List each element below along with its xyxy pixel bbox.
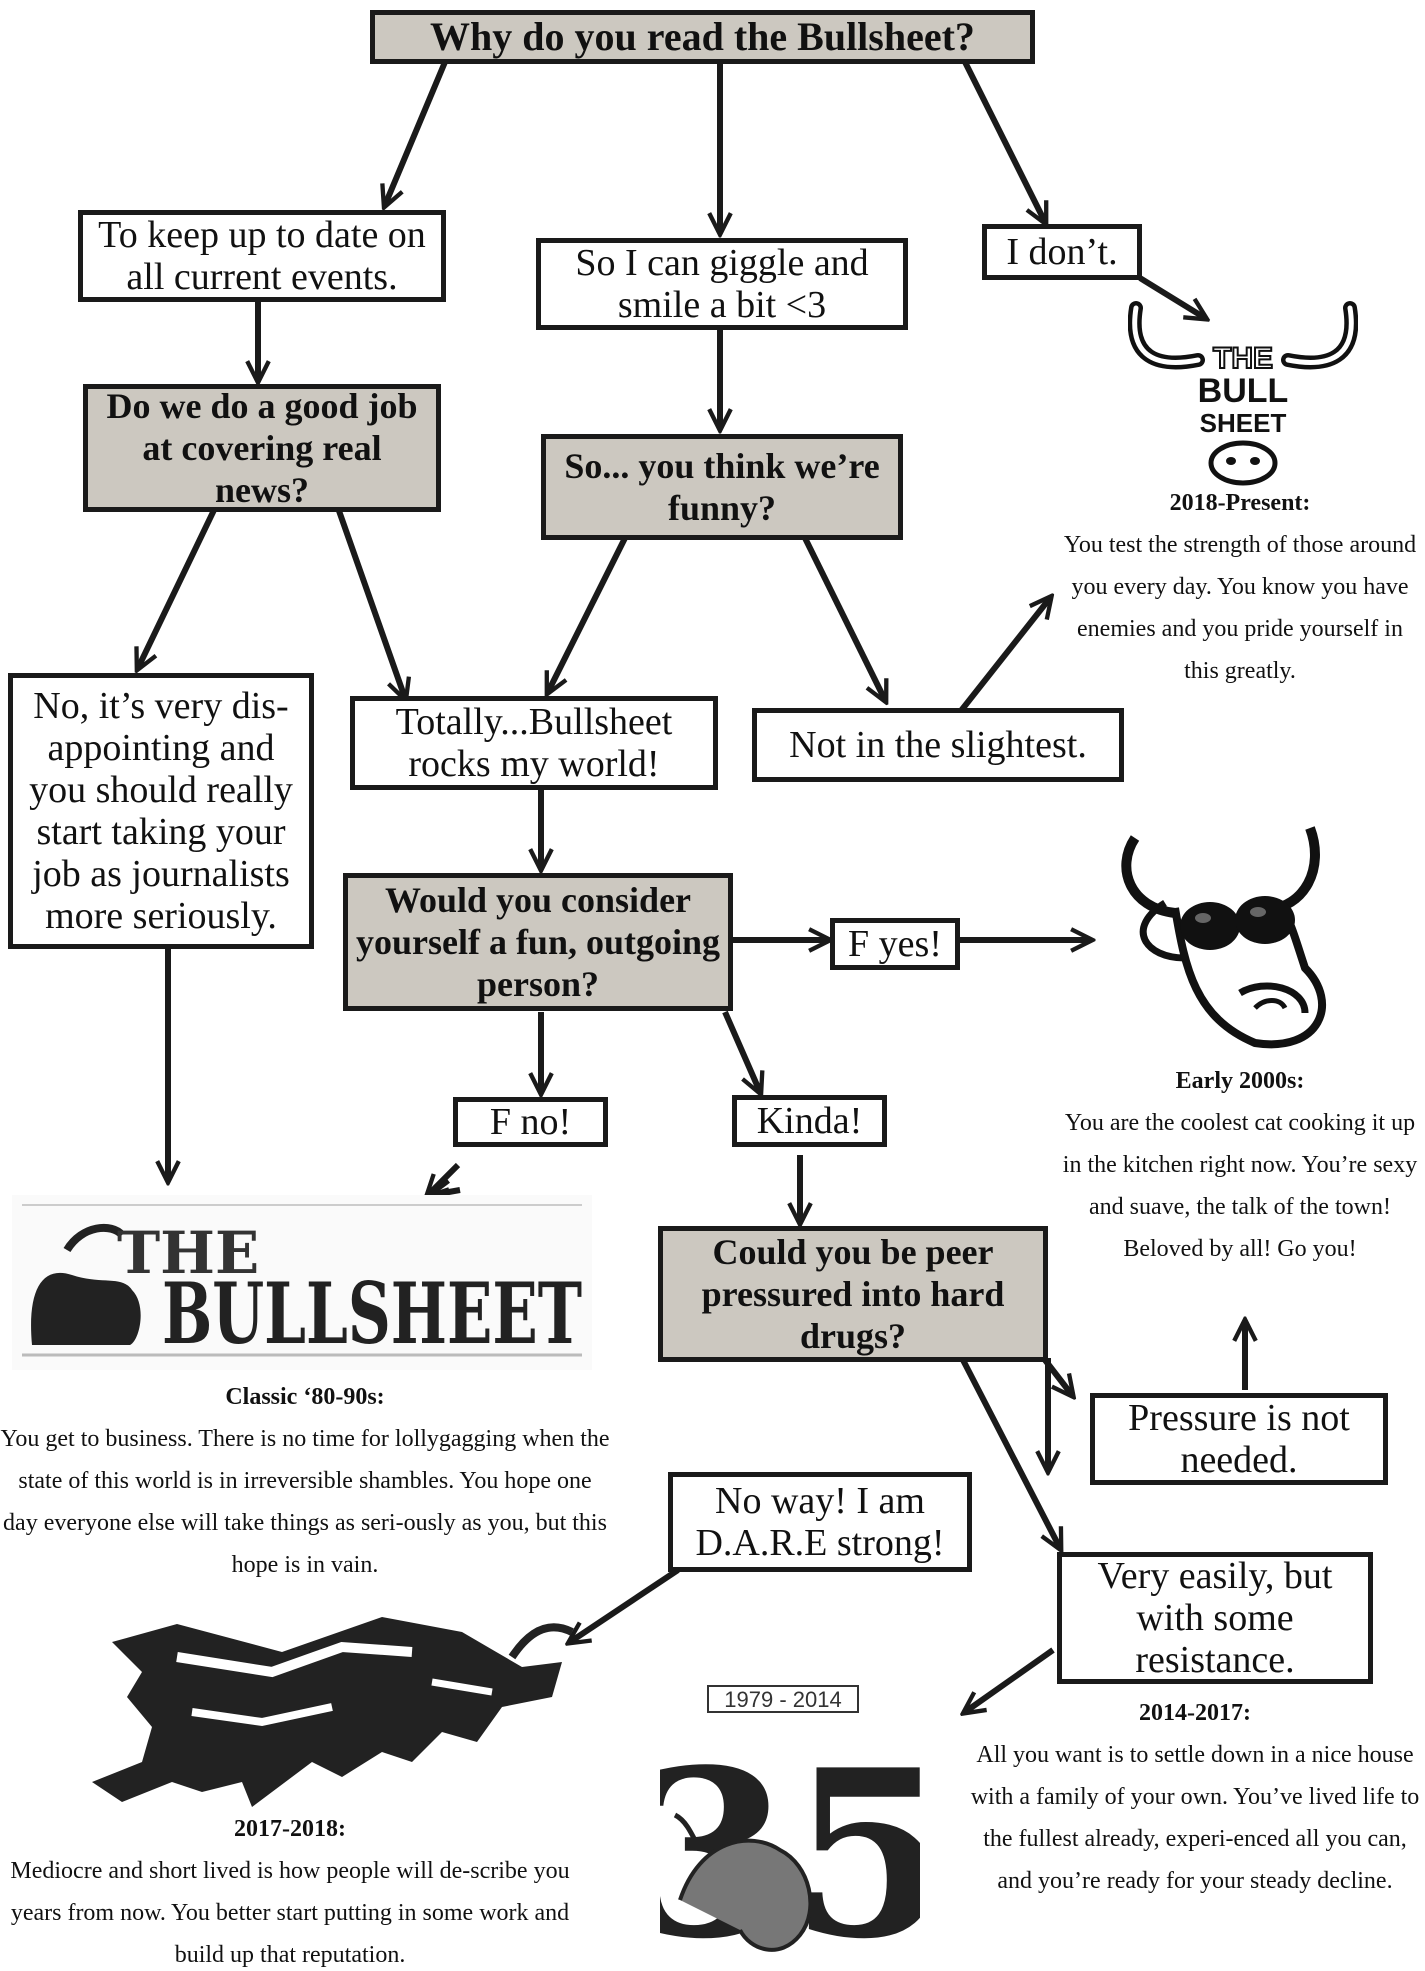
answer-f-no[interactable]: F no! <box>453 1097 608 1147</box>
cool-cow-logo <box>1121 826 1326 1049</box>
result-early2000s: Early 2000s: You are the coolest cat coo… <box>1060 1060 1420 1270</box>
answer-giggle[interactable]: So I can giggle and smile a bit <3 <box>536 238 908 330</box>
answer-current-events[interactable]: To keep up to date on all current events… <box>78 210 446 302</box>
title-question: Why do you read the Bullsheet? <box>370 10 1035 64</box>
result-classic-era: Classic ‘80-90s: <box>225 1384 385 1410</box>
answer-f-yes[interactable]: F yes! <box>830 918 960 970</box>
charging-bull-logo <box>92 1617 574 1807</box>
result-2017-text: Mediocre and short lived is how people w… <box>10 1858 570 1968</box>
question-fun-person: Would you consider yourself a fun, outgo… <box>343 873 733 1011</box>
result-present-text: You test the strength of those around yo… <box>1063 532 1417 684</box>
answer-dare[interactable]: No way! I am D.A.R.E strong! <box>668 1472 972 1572</box>
question-peer-pressure: Could you be peer pressured into hard dr… <box>658 1226 1048 1362</box>
logo-text-the: THE <box>1213 342 1273 375</box>
answer-rocks[interactable]: Totally...Bullsheet rocks my world! <box>350 696 718 790</box>
answer-easily[interactable]: Very easily, but with some resistance. <box>1057 1552 1373 1684</box>
masthead-bullsheet: BULLSHEET <box>162 1264 582 1363</box>
result-present: 2018-Present: You test the strength of t… <box>1060 482 1420 692</box>
logo-text-bull: BULL <box>1198 372 1289 410</box>
answer-pressure[interactable]: Pressure is not needed. <box>1090 1393 1388 1485</box>
answer-kinda[interactable]: Kinda! <box>732 1095 887 1147</box>
answer-disappointing[interactable]: No, it’s very dis-appointing and you sho… <box>8 673 314 949</box>
result-2017: 2017-2018: Mediocre and short lived is h… <box>0 1808 580 1971</box>
result-2017-era: 2017-2018: <box>234 1816 346 1842</box>
result-present-era: 2018-Present: <box>1169 490 1311 516</box>
result-classic: Classic ‘80-90s: You get to business. Th… <box>0 1376 610 1586</box>
logo-text-sheet: SHEET <box>1200 408 1287 438</box>
result-classic-text: You get to business. There is no time fo… <box>0 1426 610 1578</box>
result-2014-era: 2014-2017: <box>1139 1700 1251 1726</box>
bull-head-logo-present: THE BULL SHEET <box>1128 301 1358 486</box>
result-2014: 2014-2017: All you want is to settle dow… <box>970 1692 1420 1902</box>
result-early2000s-era: Early 2000s: <box>1175 1068 1305 1094</box>
anniversary-35-logo: 1979 - 2014 35 <box>660 1685 920 1970</box>
result-2014-text: All you want is to settle down in a nice… <box>970 1742 1420 1894</box>
classic-bullsheet-masthead: THE BULLSHEET <box>12 1195 592 1370</box>
masthead-the: THE <box>117 1219 259 1287</box>
question-good-job: Do we do a good job at covering real new… <box>83 384 441 512</box>
answer-not-slightest[interactable]: Not in the slightest. <box>752 708 1124 782</box>
result-early2000s-text: You are the coolest cat cooking it up in… <box>1062 1110 1418 1262</box>
answer-dont[interactable]: I don’t. <box>982 224 1142 280</box>
anniversary-years: 1979 - 2014 <box>724 1687 841 1712</box>
question-funny: So... you think we’re funny? <box>541 434 903 540</box>
